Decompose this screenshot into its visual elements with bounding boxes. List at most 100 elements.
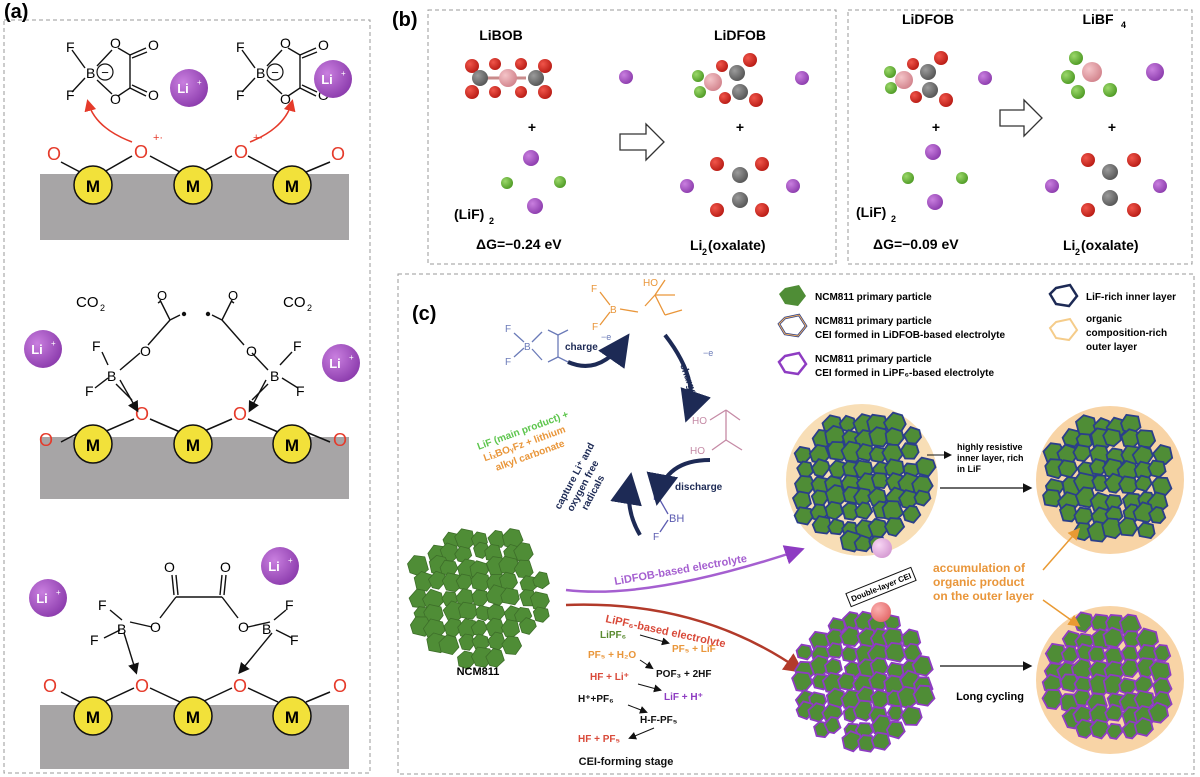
lithium-ion-label: Li (177, 81, 189, 96)
accumulation-note: organic product (933, 575, 1024, 589)
surface-row-1: M M M O O O O +· +· F F B O O (40, 35, 352, 240)
lif-label: (LiF) (856, 204, 886, 220)
lithium-ion-charge: + (341, 69, 346, 78)
fbh-structure (659, 499, 669, 533)
lipf6-arrow (565, 603, 805, 673)
primary-particle (485, 648, 505, 668)
oxygen-label: O (228, 288, 238, 303)
ncm811-lipf6-long-cycled (1036, 606, 1184, 754)
lithium-ion-label: Li (31, 342, 43, 357)
boron-label: B (86, 65, 95, 81)
plus-sign: + (528, 119, 536, 135)
surface-oxygen-radical: O (234, 142, 248, 162)
fluorine-label: F (296, 383, 305, 399)
primary-particle (854, 501, 874, 520)
surface-oxygen: O (135, 676, 149, 696)
ncm811-lidfob-long-cycled (1036, 406, 1184, 554)
primary-particle (855, 442, 875, 462)
primary-particle (870, 472, 890, 490)
bh-label: BH (669, 513, 684, 525)
li2-oxalate-label: Li (1063, 237, 1075, 253)
metal-atom (272, 696, 312, 736)
primary-particle (1091, 474, 1110, 493)
oxygen-label: O (140, 343, 151, 359)
primary-particle (839, 625, 862, 648)
oxygen-label: O (164, 559, 175, 575)
ho-label: HO (692, 416, 707, 427)
boron-label: B (524, 342, 531, 353)
resistive-note: highly resistive (957, 442, 1023, 452)
primary-particle (470, 646, 494, 668)
co2-label: CO (283, 294, 306, 311)
primary-particle (857, 734, 877, 753)
lithium-ion-charge: + (56, 588, 61, 597)
metal-label: M (86, 177, 100, 196)
delta-g-left: ΔG=−0.24 eV (476, 236, 562, 252)
accumulation-note: on the outer layer (933, 589, 1034, 603)
reaction-reactant: PF₅ + H₂O (588, 650, 636, 661)
primary-particle (1117, 516, 1139, 537)
fluorine-label: F (293, 338, 302, 354)
lidfob-title: LiDFOB (902, 11, 954, 27)
primary-particle (884, 641, 907, 663)
surface-row-3: M M M O O O O O O (29, 547, 349, 769)
primary-particle (518, 617, 537, 635)
primary-particle (529, 591, 550, 610)
electron-loss-label: −e (703, 348, 713, 358)
lithium-ion (314, 60, 352, 98)
primary-particle (868, 426, 891, 448)
fluorine-label: F (98, 597, 107, 613)
panel-b-right-frame (847, 9, 1193, 265)
lidfob-arrow (565, 545, 805, 593)
co2-subscript: 2 (307, 303, 312, 313)
primary-particle (869, 688, 890, 710)
legend-text: composition-rich (1086, 328, 1167, 339)
primary-particle (501, 635, 523, 655)
primary-particle (1135, 429, 1157, 449)
legend-text: LiF-rich inner layer (1086, 292, 1176, 303)
primary-particle (532, 571, 550, 590)
ho-label: HO (643, 278, 658, 289)
panel-c: (c) F F B F F B HO HO HO (397, 273, 1195, 775)
cei-reactions: LiPF₆ PF₅ + LiF PF₅ + H₂O POF₃ + 2HF HF … (578, 630, 716, 768)
cei-forming-stage-label: CEI-forming stage (579, 756, 674, 768)
li2-oxalate-subscript: 2 (1075, 247, 1080, 257)
lidfob-title: LiDFOB (714, 27, 766, 43)
plus-sign: + (1108, 119, 1116, 135)
metal-label: M (285, 436, 299, 455)
fluorine-label: F (653, 532, 659, 543)
lithium-ion-label: Li (36, 591, 48, 606)
oxygen-label: O (148, 37, 159, 53)
panel-c-frame (397, 273, 1195, 775)
ncm811-label: NCM811 (457, 666, 500, 678)
libf4-molecule (1061, 51, 1164, 99)
primary-particle (1104, 703, 1124, 722)
metal-label: M (186, 436, 200, 455)
panel-b-label: (b) (392, 9, 418, 31)
co2-subscript: 2 (100, 303, 105, 313)
lithium-ion (322, 344, 360, 382)
primary-particle (836, 672, 857, 692)
surface-oxygen: O (333, 430, 347, 450)
negative-charge (96, 63, 114, 81)
legend-text: CEI formed in LiDFOB-based electrolyte (815, 330, 1005, 341)
co2-label: CO (76, 294, 99, 311)
discharge-label: discharge (675, 482, 723, 493)
surface-oxygen: O (47, 144, 61, 164)
primary-particle (915, 456, 937, 478)
primary-particle (1089, 719, 1111, 740)
oxygen-label: O (280, 91, 291, 107)
primary-particle (826, 440, 849, 462)
lif-subscript: 2 (891, 214, 896, 224)
primary-particle (791, 671, 814, 693)
libob-molecule (465, 58, 633, 99)
dfob-structure (513, 329, 569, 363)
primary-particle (1074, 718, 1096, 739)
primary-particle (1059, 673, 1081, 693)
reaction-reactant: HF + PF₅ (578, 734, 621, 745)
lithium-oxalate (1045, 153, 1167, 217)
resistive-note: in LiF (957, 464, 981, 474)
legend-swatch-lidfob-outline (778, 314, 807, 337)
legend-swatch-lidfob (777, 313, 808, 338)
lithium-ion-label: Li (321, 72, 333, 87)
